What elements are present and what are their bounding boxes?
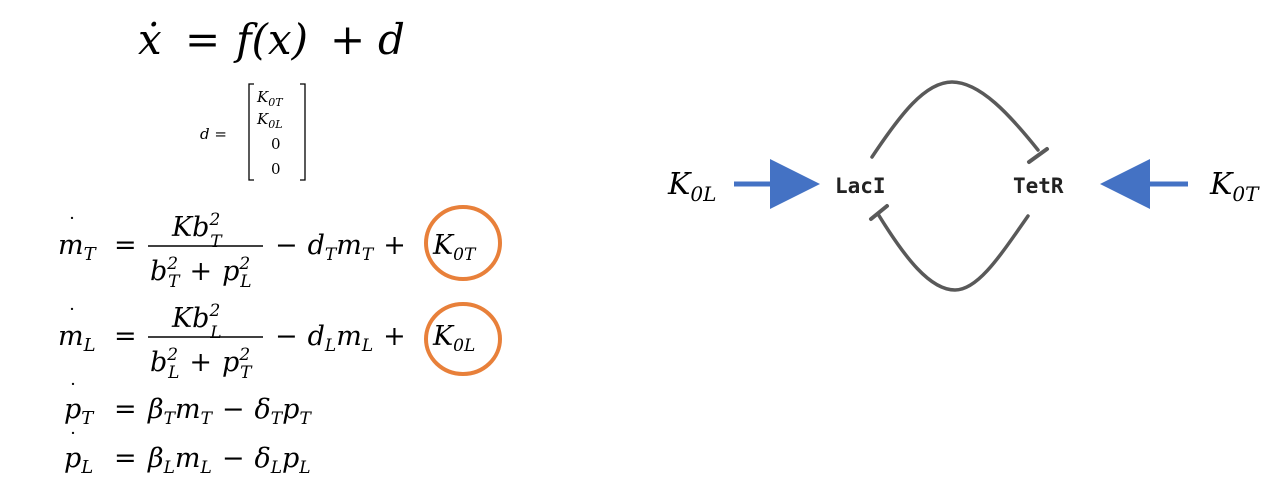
d-entry-2: K0L — [256, 110, 283, 131]
mT-highlight-circle — [424, 205, 502, 281]
mT-lhs-dot: ˙ — [67, 213, 77, 237]
pT-equals: = — [114, 394, 137, 425]
d-entry-1: K0T — [256, 88, 284, 109]
fx-term: f(x) — [233, 15, 308, 64]
mL-k0l-term: K0L — [432, 321, 475, 356]
d-term: d — [378, 15, 405, 64]
d-entry-4: 0 — [271, 160, 281, 178]
pT-lhs-dot: ˙ — [68, 379, 78, 403]
tetr-represses-laci-arc — [876, 212, 1030, 292]
mT-lhs: mT — [58, 230, 98, 265]
equals-sign: = — [185, 15, 220, 64]
toggle-switch-diagram: K0L LacI TetR K0T — [667, 80, 1260, 292]
pL-lhs: pL — [64, 443, 93, 478]
d-vector-lhs: d = — [200, 125, 227, 143]
pL-lhs-dot: ˙ — [68, 428, 78, 452]
xdot-symbol: ẋ — [138, 15, 162, 64]
right-bracket — [300, 83, 306, 181]
d-vector-definition: d = K0T K0L 0 0 — [200, 83, 306, 181]
mL-lhs-dot: ˙ — [67, 304, 77, 328]
tetr-repression-bar — [1027, 147, 1049, 164]
plus-sign: + — [330, 15, 365, 64]
pL-rhs: βLmL−δLpL — [147, 443, 311, 478]
k0l-input-label: K0L — [667, 167, 716, 206]
pT-lhs: pT — [64, 394, 95, 429]
pL-equation: pL ˙ = βLmL−δLpL — [64, 428, 311, 478]
mL-highlight-circle — [424, 302, 502, 376]
mT-equals: = — [114, 230, 137, 261]
pT-rhs: βTmT−δTpT — [147, 394, 312, 429]
mL-lhs: mL — [58, 321, 96, 356]
main-equation: ẋ = f(x) + d — [138, 15, 405, 64]
laci-represses-tetr-arc — [870, 80, 1040, 159]
k0t-input-label: K0T — [1209, 167, 1260, 206]
d-entry-3: 0 — [271, 135, 281, 153]
pL-equals: = — [114, 443, 137, 474]
mT-tail: −dTmT+ — [275, 230, 406, 265]
mL-tail: −dLmL+ — [275, 321, 406, 356]
pT-equation: pT ˙ = βTmT−δTpT — [64, 379, 312, 429]
mT-k0t-term: K0T — [432, 230, 477, 265]
tetr-node-label: TetR — [1013, 174, 1064, 198]
laci-node-label: LacI — [835, 174, 886, 198]
left-bracket — [248, 83, 254, 181]
laci-repression-bar — [869, 204, 889, 221]
mL-equals: = — [114, 321, 137, 352]
